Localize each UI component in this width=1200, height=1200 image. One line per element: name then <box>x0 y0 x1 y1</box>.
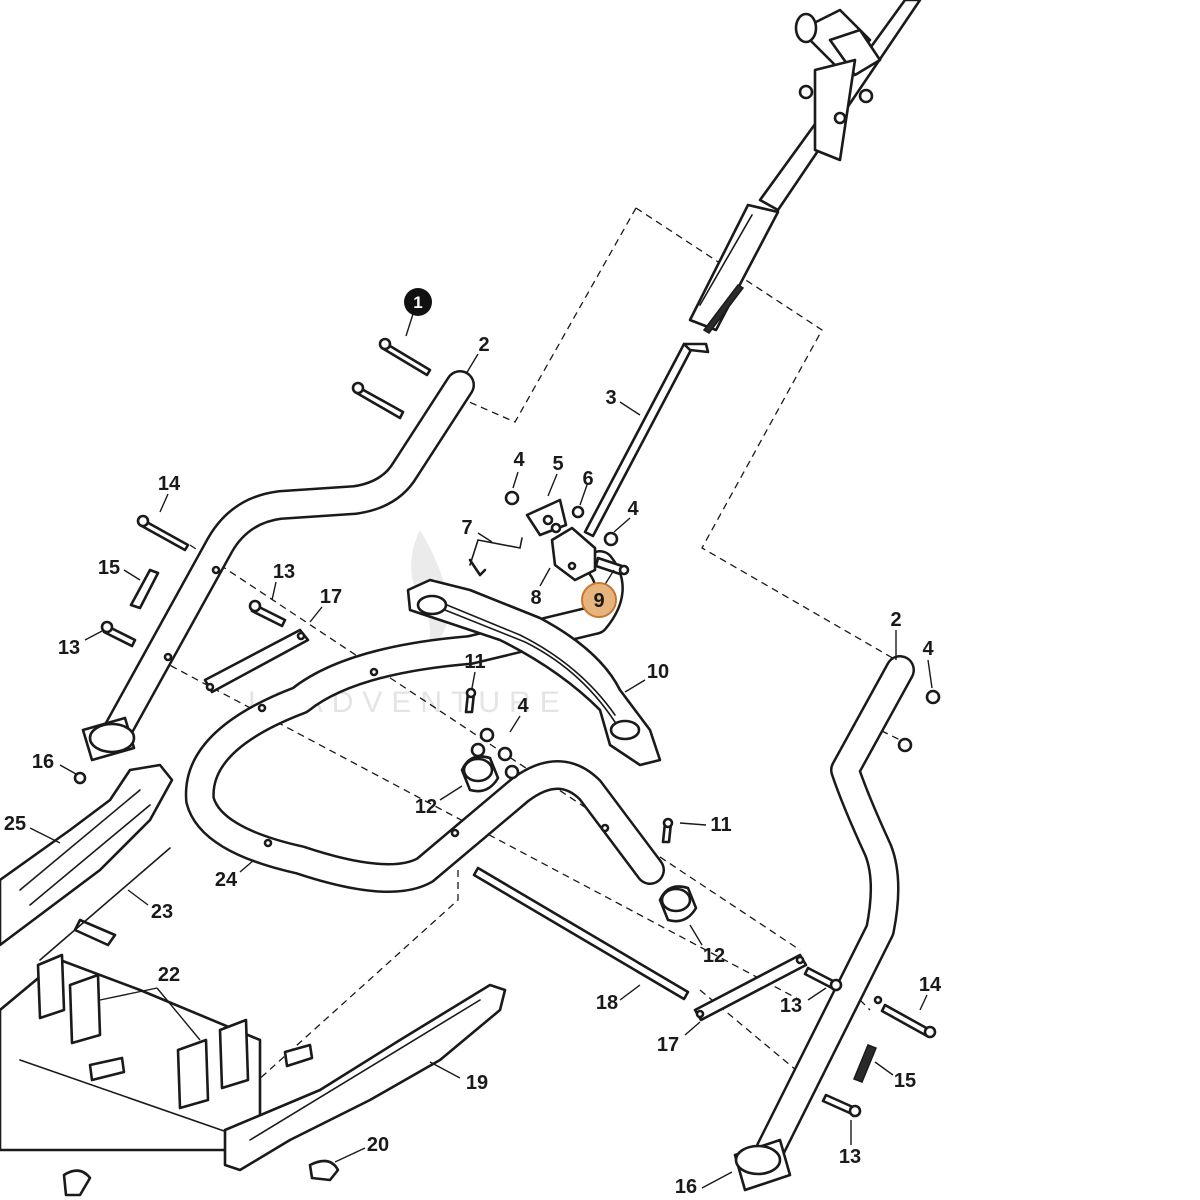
callout-4-b[interactable]: 4 <box>627 498 639 520</box>
part-12-knobs <box>460 755 698 923</box>
callout-labels: 2 3 4 5 6 4 7 8 9 14 15 13 17 13 10 11 4… <box>4 334 942 1198</box>
svg-text:1: 1 <box>413 293 422 312</box>
callout-6[interactable]: 6 <box>582 468 593 490</box>
bolt-group-top-left <box>351 337 432 420</box>
callout-4-d[interactable]: 4 <box>922 638 934 660</box>
callout-17-lower[interactable]: 17 <box>657 1034 679 1056</box>
callout-2-right[interactable]: 2 <box>890 609 901 631</box>
callout-4-c[interactable]: 4 <box>517 695 529 717</box>
callout-5[interactable]: 5 <box>552 453 563 475</box>
small-fasteners <box>73 514 941 1118</box>
callout-20[interactable]: 20 <box>367 1134 389 1156</box>
callout-9-highlight <box>581 582 617 618</box>
callout-8[interactable]: 8 <box>530 587 541 609</box>
callout-3[interactable]: 3 <box>605 387 616 409</box>
callout-2-top[interactable]: 2 <box>478 334 489 356</box>
callout-9[interactable]: 9 <box>593 590 604 612</box>
callout-13-right[interactable]: 13 <box>780 995 802 1017</box>
callout-14-right[interactable]: 14 <box>919 974 942 996</box>
callout-17-upper[interactable]: 17 <box>320 586 342 608</box>
callout-12-lower[interactable]: 12 <box>703 945 725 967</box>
callout-7[interactable]: 7 <box>461 517 472 539</box>
callout-25[interactable]: 25 <box>4 813 26 835</box>
part-24-loop-frame <box>184 550 665 893</box>
bracket-group <box>468 490 630 582</box>
leader-lines <box>29 313 933 1189</box>
part-3-rod <box>583 342 710 538</box>
left-handle-frame <box>81 370 475 762</box>
upper-control-column <box>688 0 922 334</box>
callout-15-right[interactable]: 15 <box>894 1070 916 1092</box>
part-18-rod <box>472 866 690 1001</box>
lower-chassis <box>0 763 507 1197</box>
callout-12-upper[interactable]: 12 <box>415 796 437 818</box>
callout-4-a[interactable]: 4 <box>513 449 525 471</box>
callout-13-left[interactable]: 13 <box>58 637 80 659</box>
callout-24[interactable]: 24 <box>215 869 238 891</box>
callout-14-left[interactable]: 14 <box>158 473 181 495</box>
callout-11-lower[interactable]: 11 <box>710 814 731 836</box>
callout-16-left[interactable]: 16 <box>32 751 54 773</box>
callout-11-upper[interactable]: 11 <box>464 651 485 673</box>
part-10-handle-cover <box>406 578 662 767</box>
callout-19[interactable]: 19 <box>466 1072 488 1094</box>
right-handle-frame <box>733 655 915 1192</box>
callout-13-upper[interactable]: 13 <box>273 561 295 583</box>
callout-16-right[interactable]: 16 <box>675 1176 697 1198</box>
callout-10[interactable]: 10 <box>647 661 669 683</box>
callout-22[interactable]: 22 <box>158 964 180 986</box>
callout-13-lower[interactable]: 13 <box>839 1146 861 1168</box>
callout-18[interactable]: 18 <box>596 992 618 1014</box>
callout-marker-1: 1 <box>404 288 432 316</box>
callout-23[interactable]: 23 <box>151 901 173 923</box>
part-17-straps <box>203 628 808 1022</box>
callout-15-left[interactable]: 15 <box>98 557 120 579</box>
